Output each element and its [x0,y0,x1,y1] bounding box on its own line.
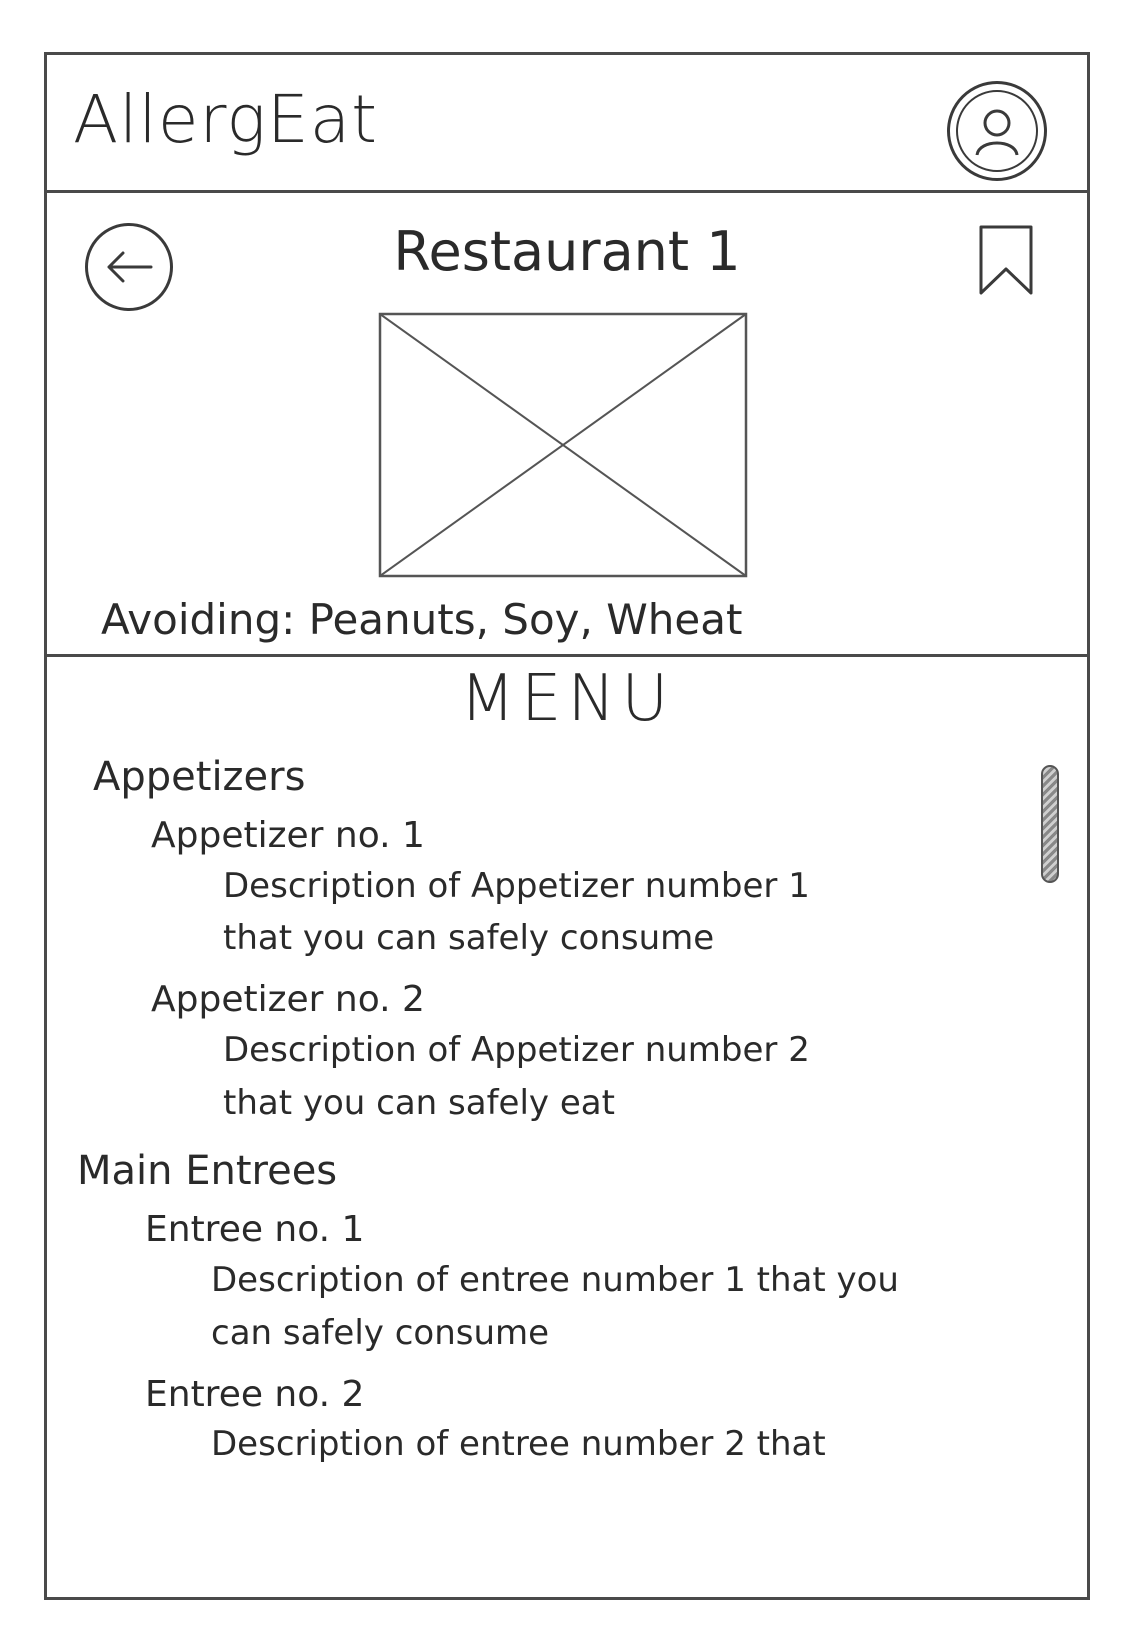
menu-item-description: Description of entree number 2 that [211,1424,826,1465]
menu-item[interactable]: Appetizer no. 2 Description of Appetizer… [47,977,1017,1129]
menu-title: MENU [459,662,675,736]
app-title: AllergEat [73,81,379,158]
menu-category-main-entrees: Main Entrees Entree no. 1 Description of… [47,1147,1017,1471]
avoiding-label: Avoiding: [101,595,296,644]
back-arrow-icon [107,251,153,283]
menu-item-description: Description of Appetizer number 2 that y… [223,1029,810,1123]
restaurant-name: Restaurant 1 [393,220,741,283]
user-avatar-icon [975,109,1019,156]
bookmark-icon[interactable] [975,223,1037,297]
menu-item-name: Appetizer no. 2 [151,979,425,1021]
menu-category-appetizers: Appetizers Appetizer no. 1 Description o… [47,753,1017,1129]
profile-button[interactable] [947,81,1047,181]
category-name: Main Entrees [77,1148,338,1195]
image-placeholder-icon [378,312,748,578]
menu-item[interactable]: Entree no. 2 Description of entree numbe… [47,1372,1017,1471]
menu-item-name: Entree no. 2 [145,1373,365,1415]
category-name: Appetizers [93,754,306,800]
menu-item-description: Description of Appetizer number 1 that y… [223,865,810,959]
menu-item[interactable]: Entree no. 1 Description of entree numbe… [47,1207,1017,1359]
menu-scrollbar[interactable] [1041,765,1059,883]
menu-item-name: Entree no. 1 [145,1209,365,1251]
menu-list: Appetizers Appetizer no. 1 Description o… [47,753,1017,1471]
avoiding-allergens: Avoiding: Peanuts, Soy, Wheat [101,599,742,641]
menu-item[interactable]: Appetizer no. 1 Description of Appetizer… [47,813,1017,965]
restaurant-section: Restaurant 1 Avoiding: Peanuts, Soy, Whe… [47,193,1087,657]
menu-item-name: Appetizer no. 1 [151,815,425,856]
menu-section: MENU Appetizers Appetizer no. 1 Descript… [47,657,1087,1597]
app-header: AllergEat [47,55,1087,193]
avoiding-values: Peanuts, Soy, Wheat [308,595,743,644]
menu-item-description: Description of entree number 1 that you … [211,1260,899,1353]
back-button[interactable] [85,223,173,311]
phone-frame: AllergEat Restaurant 1 Avoiding: Peanuts… [44,52,1090,1600]
